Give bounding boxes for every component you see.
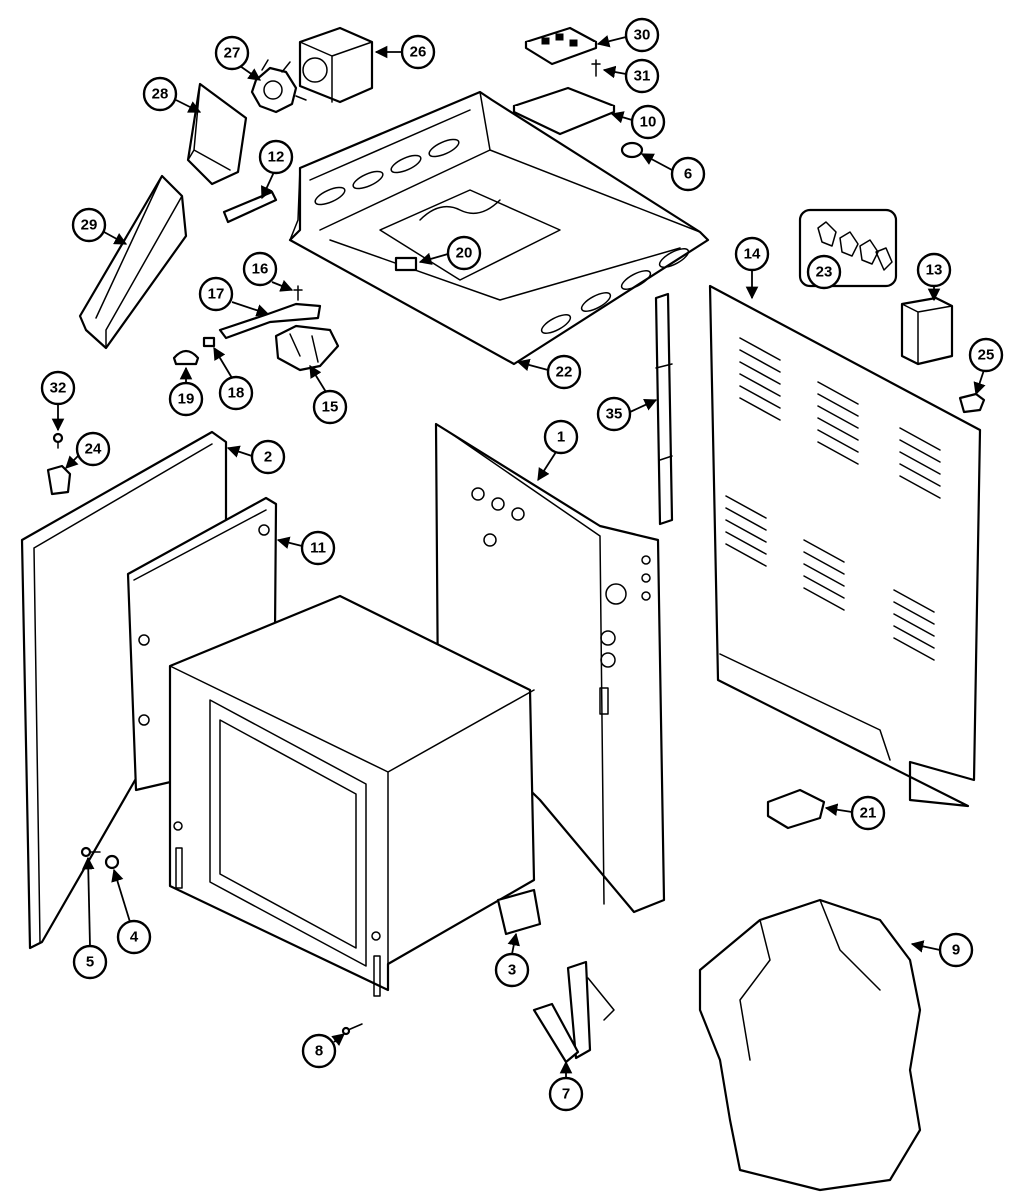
part-7-hinge — [532, 960, 615, 1064]
svg-text:11: 11 — [310, 540, 326, 557]
svg-text:24: 24 — [85, 441, 102, 458]
svg-text:1: 1 — [557, 429, 565, 446]
svg-text:25: 25 — [978, 347, 995, 364]
svg-text:29: 29 — [81, 217, 98, 234]
callout-5: 5 — [72, 944, 108, 980]
callout-17: 17 — [198, 276, 234, 312]
callout-8: 8 — [301, 1033, 337, 1069]
svg-text:5: 5 — [86, 954, 94, 971]
callout-2: 2 — [250, 439, 286, 475]
part-18-clip — [202, 336, 216, 348]
svg-text:30: 30 — [634, 27, 651, 44]
callout-12: 12 — [258, 139, 294, 175]
callout-28: 28 — [142, 76, 178, 112]
svg-text:18: 18 — [228, 385, 245, 402]
part-9-insulation — [698, 898, 922, 1192]
callout-3: 3 — [494, 952, 530, 988]
part-25-small-bracket — [958, 392, 986, 414]
callout-24: 24 — [75, 431, 111, 467]
callout-21: 21 — [850, 795, 886, 831]
svg-text:7: 7 — [562, 1086, 570, 1103]
svg-text:2: 2 — [264, 449, 272, 466]
part-4-clip — [104, 854, 120, 870]
svg-text:35: 35 — [606, 406, 623, 423]
part-30-terminal-block — [524, 26, 598, 66]
svg-text:12: 12 — [268, 149, 285, 166]
svg-text:8: 8 — [315, 1043, 323, 1060]
svg-text:4: 4 — [130, 929, 139, 946]
callout-11: 11 — [300, 530, 336, 566]
callout-4: 4 — [116, 919, 152, 955]
part-21-bracket — [766, 788, 826, 830]
part-12-bar — [222, 190, 278, 224]
part-28-duct — [186, 82, 248, 186]
part-26-blower-housing — [298, 26, 374, 104]
svg-text:9: 9 — [952, 942, 960, 959]
svg-text:15: 15 — [322, 399, 339, 416]
svg-text:13: 13 — [926, 262, 943, 279]
callout-32: 32 — [40, 370, 76, 406]
part-31-screw — [591, 59, 601, 77]
svg-text:6: 6 — [684, 166, 692, 183]
part-35-vertical-strip — [654, 292, 674, 526]
part-27-fan-motor — [250, 59, 307, 114]
part-6-grommet — [620, 141, 644, 159]
callout-35: 35 — [596, 396, 632, 432]
callout-29: 29 — [71, 207, 107, 243]
callout-13: 13 — [916, 252, 952, 288]
svg-text:17: 17 — [208, 286, 225, 303]
callout-15: 15 — [312, 389, 348, 425]
callout-25: 25 — [968, 337, 1004, 373]
part-8-screw — [341, 1023, 363, 1036]
svg-text:23: 23 — [816, 264, 833, 281]
callout-31: 31 — [624, 58, 660, 94]
svg-text:16: 16 — [252, 261, 269, 278]
part-22-top-frame — [288, 90, 710, 366]
svg-text:20: 20 — [456, 245, 473, 262]
part-3-bracket — [496, 888, 542, 936]
svg-text:10: 10 — [640, 114, 657, 131]
callout-9: 9 — [938, 932, 974, 968]
callout-18: 18 — [218, 375, 254, 411]
svg-text:3: 3 — [508, 962, 516, 979]
callout-27: 27 — [214, 35, 250, 71]
part-14-rear-panel — [708, 284, 982, 808]
callouts: 26 27 28 29 12 30 31 10 6 20 16 17 — [40, 17, 1004, 1112]
callout-7: 7 — [548, 1076, 584, 1112]
part-32-screw — [52, 432, 64, 449]
svg-text:26: 26 — [410, 44, 427, 61]
svg-text:32: 32 — [50, 380, 67, 397]
callout-14: 14 — [734, 236, 770, 272]
part-29-channel — [78, 174, 188, 350]
callout-16: 16 — [242, 251, 278, 287]
part-15-latch-assembly — [274, 324, 340, 372]
callout-6: 6 — [670, 156, 706, 192]
part-17-latch-arm — [218, 302, 322, 340]
callout-23: 23 — [806, 254, 842, 290]
svg-text:14: 14 — [744, 246, 761, 263]
part-20-switch — [394, 256, 418, 272]
callout-1: 1 — [543, 419, 579, 455]
part-24-clip — [46, 464, 72, 496]
svg-text:28: 28 — [152, 86, 169, 103]
callout-10: 10 — [630, 104, 666, 140]
svg-text:22: 22 — [556, 364, 573, 381]
callout-30: 30 — [624, 17, 660, 53]
part-19-knob — [172, 349, 200, 366]
callout-26: 26 — [400, 34, 436, 70]
part-5-screw — [80, 846, 101, 858]
svg-text:27: 27 — [224, 45, 241, 62]
callout-20: 20 — [446, 235, 482, 271]
svg-text:31: 31 — [634, 68, 651, 85]
svg-text:19: 19 — [178, 391, 195, 408]
part-16-screw — [293, 285, 303, 301]
part-10-cover-plate — [512, 86, 616, 136]
callout-19: 19 — [168, 381, 204, 417]
oven-cavity — [168, 594, 536, 997]
svg-text:21: 21 — [860, 805, 877, 822]
callout-22: 22 — [546, 354, 582, 390]
part-13-bracket — [900, 296, 954, 366]
